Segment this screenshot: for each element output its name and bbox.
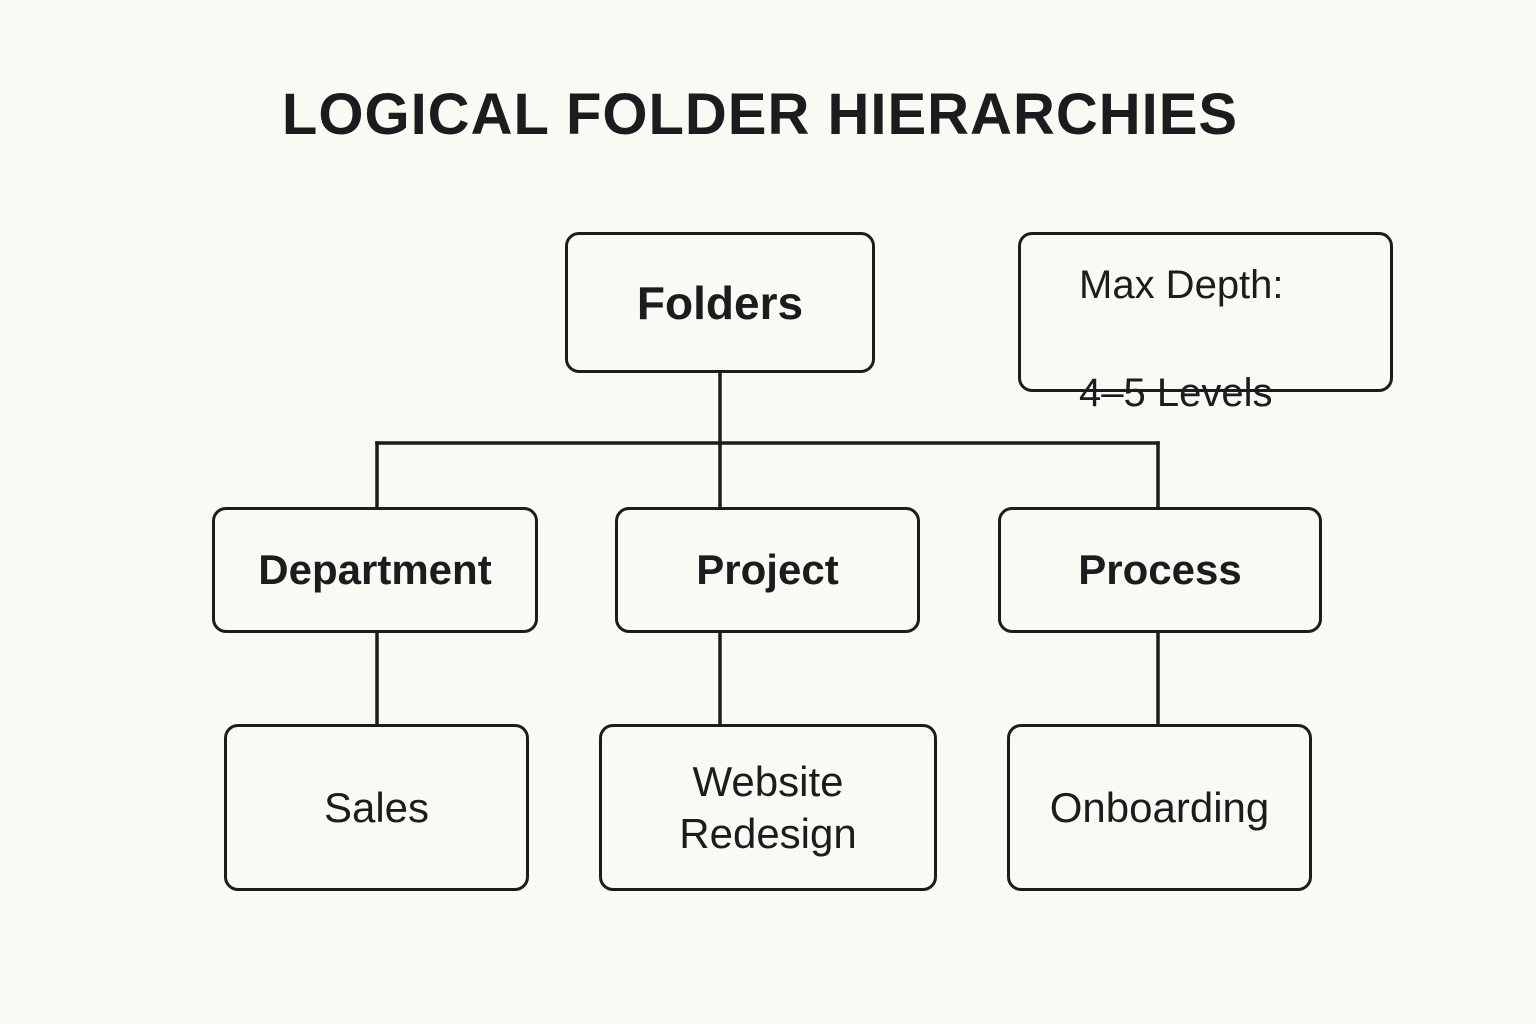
max-depth-note-line2: 4–5 Levels	[1079, 371, 1273, 415]
node-onboarding-label: Onboarding	[1049, 783, 1270, 831]
node-project: Project	[615, 507, 920, 633]
max-depth-note-text: Max Depth: 4–5 Levels	[1079, 204, 1284, 420]
max-depth-note-line1: Max Depth:	[1079, 263, 1284, 307]
node-sales: Sales	[224, 724, 529, 891]
node-website-redesign-label: Website Redesign	[679, 757, 857, 857]
node-project-label: Project	[696, 546, 839, 593]
node-website-redesign: Website Redesign	[599, 724, 937, 891]
diagram-title: LOGICAL FOLDER HIERARCHIES	[281, 82, 1239, 147]
node-folders-label: Folders	[636, 276, 804, 329]
node-department-label: Department	[258, 546, 492, 593]
max-depth-note: Max Depth: 4–5 Levels	[1018, 232, 1393, 415]
node-process: Process	[998, 507, 1322, 633]
node-onboarding: Onboarding	[1007, 724, 1312, 891]
node-folders: Folders	[565, 232, 875, 373]
node-department: Department	[212, 507, 538, 633]
node-sales-label: Sales	[323, 783, 430, 831]
node-process-label: Process	[1078, 546, 1242, 593]
